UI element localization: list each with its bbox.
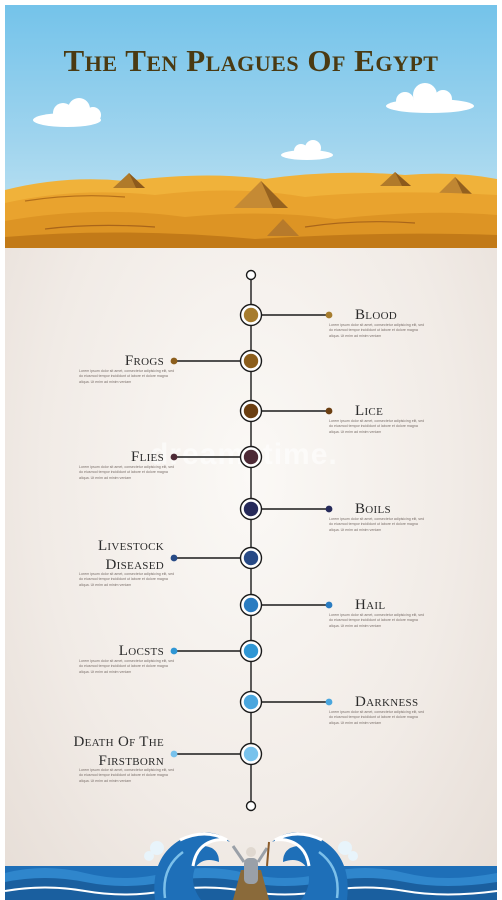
wave-icon: [272, 832, 358, 900]
plague-label-line: Hail: [355, 596, 386, 613]
pyramid-icon: [234, 181, 288, 208]
plague-label-line: Flies: [130, 448, 164, 465]
moses-figure-icon: [231, 841, 270, 884]
plague-description: Lorem ipsum dolor sit amet, consectetur …: [329, 419, 425, 434]
plague-label: Darkness: [355, 693, 418, 712]
plague-description: Lorem ipsum dolor sit amet, consectetur …: [329, 323, 425, 338]
plague-description: Lorem ipsum dolor sit amet, consectetur …: [79, 369, 175, 384]
pyramid-icon: [380, 172, 411, 186]
plague-label: Blood: [355, 306, 397, 325]
watermark: dreamstime.: [150, 438, 338, 471]
plague-label: Lice: [355, 402, 383, 421]
plague-label-line: Death Of The: [73, 734, 164, 750]
plague-label: Boils: [355, 500, 391, 519]
plague-label-line: Firstborn: [98, 753, 164, 769]
page-title: The Ten Plagues Of Egypt: [63, 43, 439, 78]
plague-label-line: Frogs: [124, 352, 164, 369]
red-sea-waves: [5, 832, 497, 900]
cloud-icon: [33, 98, 101, 127]
plague-description: Lorem ipsum dolor sit amet, consectetur …: [79, 768, 175, 783]
pyramid-icon: [113, 173, 145, 188]
plague-description: Lorem ipsum dolor sit amet, consectetur …: [79, 659, 175, 674]
desert-illustration: [5, 83, 497, 248]
cloud-icon: [386, 83, 474, 113]
cloud-icon: [281, 140, 333, 160]
plague-label-line: Darkness: [355, 693, 419, 710]
plague-label-line: Locsts: [118, 642, 164, 659]
plague-label-line: Diseased: [105, 557, 164, 573]
plague-label: Flies: [131, 448, 164, 467]
plague-description: Lorem ipsum dolor sit amet, consectetur …: [79, 572, 175, 587]
plague-label: Hail: [355, 596, 385, 615]
pyramid-icon: [267, 219, 299, 236]
plague-label-line: Boils: [355, 500, 391, 517]
plague-description: Lorem ipsum dolor sit amet, consectetur …: [79, 465, 175, 480]
plague-label-line: Lice: [355, 402, 384, 419]
plague-label-line: Livestock: [97, 538, 164, 554]
plague-description: Lorem ipsum dolor sit amet, consectetur …: [329, 710, 425, 725]
plague-description: Lorem ipsum dolor sit amet, consectetur …: [329, 613, 425, 628]
plague-description: Lorem ipsum dolor sit amet, consectetur …: [329, 517, 425, 532]
plague-label: Frogs: [125, 352, 164, 371]
desert-banner: The Ten Plagues Of Egypt: [5, 5, 497, 248]
plague-label: Locsts: [119, 642, 164, 661]
wave-icon: [144, 832, 230, 900]
plague-label-line: Blood: [355, 306, 398, 323]
